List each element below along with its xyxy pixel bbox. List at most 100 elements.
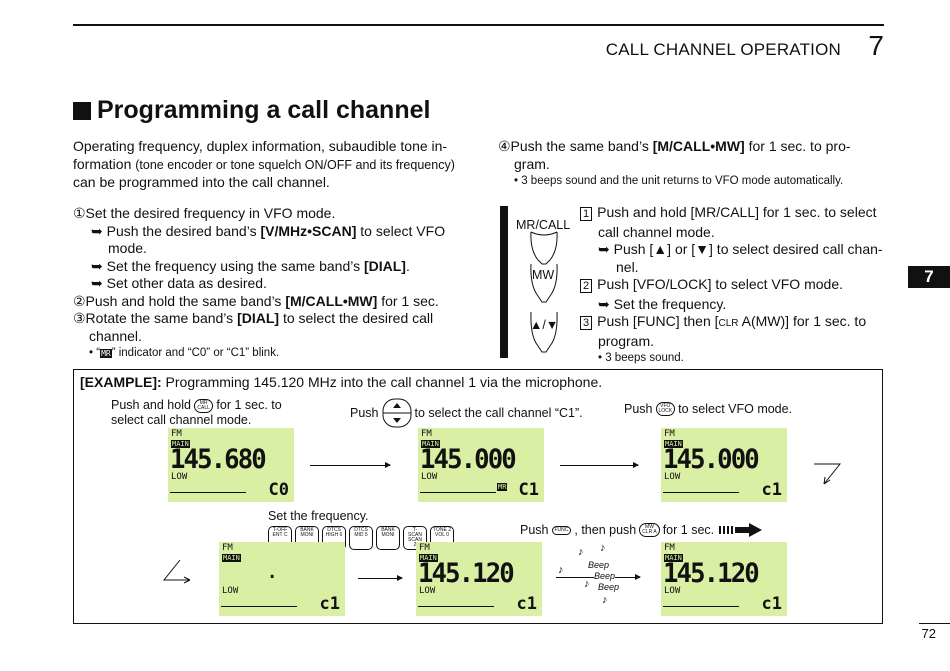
chapter-number: 7 [868,30,884,61]
caption-text: Push [350,406,379,420]
updown-key-icon [530,311,558,353]
mic-steps: 1 Push and hold [MR/CALL] for 1 sec. to s… [580,204,885,368]
lcd-underline [418,606,494,607]
keypad-key-icon: BANK MONI [376,526,400,550]
note-text: • “ [89,347,101,359]
lcd-display-2: FM MAIN 145.000 LOW MR C1 [418,428,544,502]
mic-step-1-sub-cont: nel. [616,258,639,275]
lcd-mode: FM [171,429,182,439]
mic-label-mrcall: MR/CALL [516,218,571,232]
lcd-main-indicator: MAIN [421,440,440,448]
mic-step-2-sub: ➥ Set the frequency. [598,295,727,312]
lcd-main-indicator: MAIN [664,554,683,562]
hold-arrow-icon [719,523,763,537]
caption-text: Push [520,523,549,537]
step-1: ①Set the desired frequency in VFO mode. [73,205,336,221]
caption-4: Set the frequency. [268,509,369,523]
mic-label-mw: MW [532,268,555,282]
intro-line: Operating frequency, duplex information,… [73,138,448,154]
lcd-display-5: FM MAIN 145.120 LOW c1 [416,542,542,616]
step-4-cont: gram. [514,155,550,172]
keypad-key-icon: T-SCAN SCAN 2 [403,526,427,550]
mrcall-key-icon [530,231,558,265]
lcd-channel: c1 [761,594,782,614]
intro-paragraph: Operating frequency, duplex information,… [73,138,463,192]
lcd-mode: FM [419,543,430,553]
flow-arrow [358,575,403,581]
lcd-mr-indicator: MR [497,483,508,491]
lcd-display-6: FM MAIN 145.120 LOW c1 [661,542,787,616]
lcd-main-indicator: MAIN [664,440,683,448]
step-3-cont: channel. [89,327,142,344]
music-note-icon: ♪ [584,578,590,590]
example-label: [EXAMPLE]: [80,374,162,390]
step-2: ②Push and hold the same band’s [M/CALL•M… [73,293,465,311]
step-1c: ➥ Set other data as desired. [91,275,267,291]
beep-text: Beep [598,582,620,592]
lcd-mode: FM [421,429,432,439]
lcd-underline [663,492,739,493]
step-text: ④Push the same band’s [498,138,653,154]
music-note-icon: ♪ [602,594,608,606]
page-number: 72 [921,626,936,641]
step-text: Push [FUNC] then [ [597,313,719,329]
intro-line: can be programmed into the call channel. [73,174,330,190]
step-4: ④Push the same band’s [M/CALL•MW] for 1 … [498,138,884,191]
lcd-channel: C0 [268,480,289,500]
lcd-channel: c1 [319,594,340,614]
wrap-arrow-icon [162,559,191,584]
intro-text: formation [73,155,136,172]
lcd-frequency: . [267,562,277,583]
lcd-power: LOW [419,586,436,596]
lcd-frequency: 145.000 [663,444,760,475]
up-down-key-icon [382,398,411,428]
example-heading: [EXAMPLE]: Programming 145.120 MHz into … [80,374,602,390]
lcd-frequency: 145.680 [170,444,267,475]
mic-step-3-note: • 3 beeps sound. [598,352,684,364]
beep-text: Beep [594,571,616,581]
music-note-icon: ♪ [578,546,584,558]
lcd-power: LOW [222,586,239,596]
beep-text: Beep [588,560,610,570]
flow-arrow [310,462,391,468]
section-title: CALL CHANNEL OPERATION [605,40,841,59]
example-text: Programming 145.120 MHz into the call ch… [161,374,603,390]
step-4-note: • 3 beeps sound and the unit returns to … [514,175,844,187]
lcd-power: LOW [664,472,681,482]
step-text: ➥ Set the frequency using the same band’… [91,257,364,274]
key-name: [DIAL] [363,257,406,274]
lcd-power: LOW [171,472,188,482]
mic-step-1: 1 Push and hold [MR/CALL] for 1 sec. to s… [580,204,885,224]
lcd-display-4: FM MAIN . LOW c1 [219,542,345,616]
lcd-mode: FM [222,543,233,553]
mic-step-1-cont: call channel mode. [598,223,715,240]
mw-key-icon [530,263,558,303]
music-note-icon: ♪ [558,564,564,576]
title-square-icon [73,101,91,120]
step-text: Push and hold [MR/CALL] for 1 sec. to se… [597,204,877,220]
lcd-display-3: FM MAIN 145.000 LOW c1 [661,428,787,502]
caption-text: select call channel mode. [111,412,252,427]
step-number-box: 1 [580,207,593,221]
intro-small-text: (tone encoder or tone squelch ON/OFF and… [135,157,455,172]
step-text: to select the desired call [279,310,434,326]
mic-section-bar [500,206,508,358]
lcd-channel: c1 [516,594,537,614]
lcd-underline [420,492,496,493]
flow-arrow [560,462,639,468]
mic-step-3-cont: program. [598,332,655,349]
header-rule [73,24,884,26]
chapter-tab: 7 [908,266,950,288]
lcd-channel: c1 [761,480,782,500]
step-text: to select VFO [356,222,446,239]
page-title: Programming a call channel [73,96,430,125]
step-text: for 1 sec. [377,292,439,309]
wrap-arrow-icon [814,463,842,485]
lcd-main-indicator: MAIN [222,554,241,562]
step-text: ②Push and hold the same band’s [73,292,286,309]
mic-label-updown: ▲/▼ [530,318,559,332]
